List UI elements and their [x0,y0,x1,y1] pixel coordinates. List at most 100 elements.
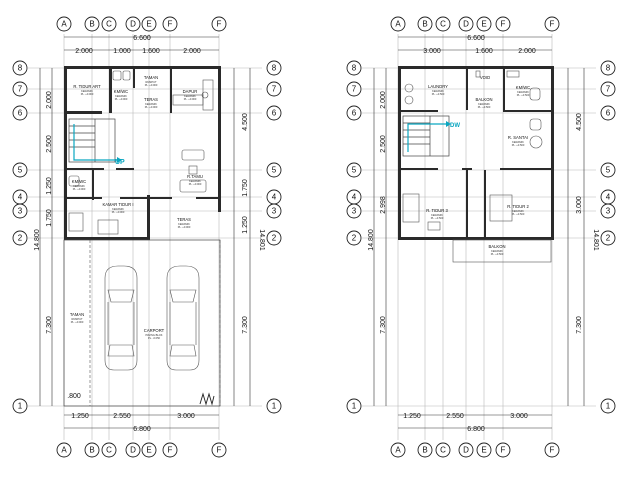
upper-walls [398,66,554,240]
svg-text:2.550: 2.550 [446,413,464,420]
svg-text:A: A [61,446,67,455]
room-balkon-front: BALKON [489,244,506,249]
svg-text:D: D [463,446,469,455]
svg-text:8: 8 [272,64,277,73]
svg-text:PL. +3.500: PL. +3.500 [512,143,525,147]
svg-text:PL. +0.000: PL. +0.000 [145,105,158,109]
room-r-tidur-2: R. TIDUR 2 [507,204,529,209]
car-left-icon [104,265,138,371]
svg-text:PL. +0.000: PL. +0.000 [184,97,197,101]
room-km-wc-lower: KM/WC [72,179,86,184]
svg-text:2.500: 2.500 [46,135,53,153]
svg-text:C: C [106,20,112,29]
svg-text:4: 4 [18,193,23,202]
svg-text:KERAMIK: KERAMIK [178,222,190,226]
svg-text:2: 2 [18,234,23,243]
svg-text:KERAMIK: KERAMIK [73,184,85,188]
svg-text:RUMPUT: RUMPUT [145,80,157,84]
svg-text:3.000: 3.000 [576,196,583,214]
room-r-santai: R. SANTAI [508,135,528,140]
svg-text:F: F [501,20,506,29]
room-r-tidur-art: R. TIDUR ART [73,84,101,89]
room-taman-side: TAMAN [70,312,84,317]
svg-text:KERAMIK: KERAMIK [431,213,443,217]
ground-stairs: UP [68,118,125,166]
svg-text:KERAMIK: KERAMIK [512,140,524,144]
svg-text:1.250: 1.250 [71,413,89,420]
svg-text:C: C [440,446,446,455]
svg-text:PL. +3.500: PL. +3.500 [431,216,444,220]
upper-dim-left-total: 14.800 [368,229,375,251]
svg-text:D: D [130,446,136,455]
car-right-icon [166,265,200,371]
svg-text:3: 3 [272,207,277,216]
room-km-wc-upper-floor: KM/WC [516,85,530,90]
svg-text:2.000: 2.000 [75,48,93,55]
ground-room-labels: R. TIDUR ART KERAMIK PL. +0.000 KM/WC KE… [70,75,203,340]
svg-text:1.750: 1.750 [242,179,249,197]
svg-text:7: 7 [18,85,23,94]
svg-text:1.600: 1.600 [142,48,160,55]
carport-area [63,239,221,407]
svg-text:2.000: 2.000 [183,48,201,55]
svg-text:B: B [422,446,427,455]
dim-left-total: 14.800 [34,229,41,251]
svg-text:PL. +0.000: PL. +0.000 [115,97,128,101]
svg-text:7: 7 [606,85,611,94]
svg-text:3.000: 3.000 [177,413,195,420]
svg-text:6: 6 [272,109,277,118]
upper-grid-bubble-col: A B C D E F F A B C D E F F [390,16,560,458]
svg-text:7: 7 [272,85,277,94]
svg-text:F: F [217,446,222,455]
svg-text:3.000: 3.000 [423,48,441,55]
svg-text:F: F [550,446,555,455]
svg-text:KERAMIK: KERAMIK [432,89,444,93]
svg-text:3.000: 3.000 [510,413,528,420]
svg-text:6: 6 [606,109,611,118]
upper-room-labels: LAUNDRY KERAMIK PL. +3.500 VOID BALKON K… [426,75,530,256]
svg-text:5: 5 [352,166,357,175]
svg-text:1.250: 1.250 [403,413,421,420]
svg-text:2.500: 2.500 [380,135,387,153]
svg-text:PL. +3.500: PL. +3.500 [432,92,445,96]
svg-text:B: B [89,446,94,455]
svg-text:PAVING BLOK: PAVING BLOK [145,333,162,337]
svg-text:6: 6 [352,109,357,118]
svg-text:PL. +0.000: PL. +0.000 [145,83,158,87]
dim-bottom-small: .800 [67,393,81,400]
room-r-tidur-3: R. TIDUR 3 [426,208,448,213]
svg-text:PL. +3.500: PL. +3.500 [478,105,491,109]
svg-text:KERAMIK: KERAMIK [184,94,196,98]
dim-bottom-overall: 6.800 [133,426,151,433]
svg-text:PL. +3.500: PL. +3.500 [517,93,530,97]
svg-text:7.300: 7.300 [576,316,583,334]
svg-text:PL. -0.050: PL. -0.050 [148,336,161,340]
svg-text:KERAMIK: KERAMIK [115,94,127,98]
room-dapur: DAPUR [183,89,198,94]
svg-text:4.500: 4.500 [242,113,249,131]
svg-text:C: C [440,20,446,29]
svg-text:2.000: 2.000 [46,91,53,109]
room-balkon-upper: BALKON [476,97,493,102]
svg-text:PL. +0.000: PL. +0.000 [81,92,94,96]
svg-text:F: F [217,20,222,29]
svg-text:8: 8 [352,64,357,73]
svg-text:KERAMIK: KERAMIK [81,89,93,93]
upper-dim-top-overall: 6.600 [467,35,485,42]
room-laundry: LAUNDRY [428,84,448,89]
upper-dim-bottom-overall: 6.800 [467,426,485,433]
ground-dimension-text: 6.600 2.000 1.000 1.600 2.000 .800 1.250… [34,35,265,433]
svg-text:KERAMIK: KERAMIK [478,102,490,106]
svg-text:2.000: 2.000 [380,91,387,109]
svg-text:1.750: 1.750 [46,209,53,227]
svg-text:E: E [146,20,151,29]
upper-grid-bubbles: A B C D E F F A B C D E F F 8 7 6 5 4 [346,16,616,458]
upper-floor-plan: DW LAUNDRY KERAMIK PL. +3.500 VOID BALKO… [346,16,616,458]
svg-text:3: 3 [606,207,611,216]
ground-dimensions [39,36,251,429]
dim-top-overall: 6.600 [133,35,151,42]
svg-text:F: F [550,20,555,29]
svg-text:7: 7 [352,85,357,94]
svg-text:1: 1 [606,402,611,411]
svg-text:PL. +0.000: PL. +0.000 [178,225,191,229]
